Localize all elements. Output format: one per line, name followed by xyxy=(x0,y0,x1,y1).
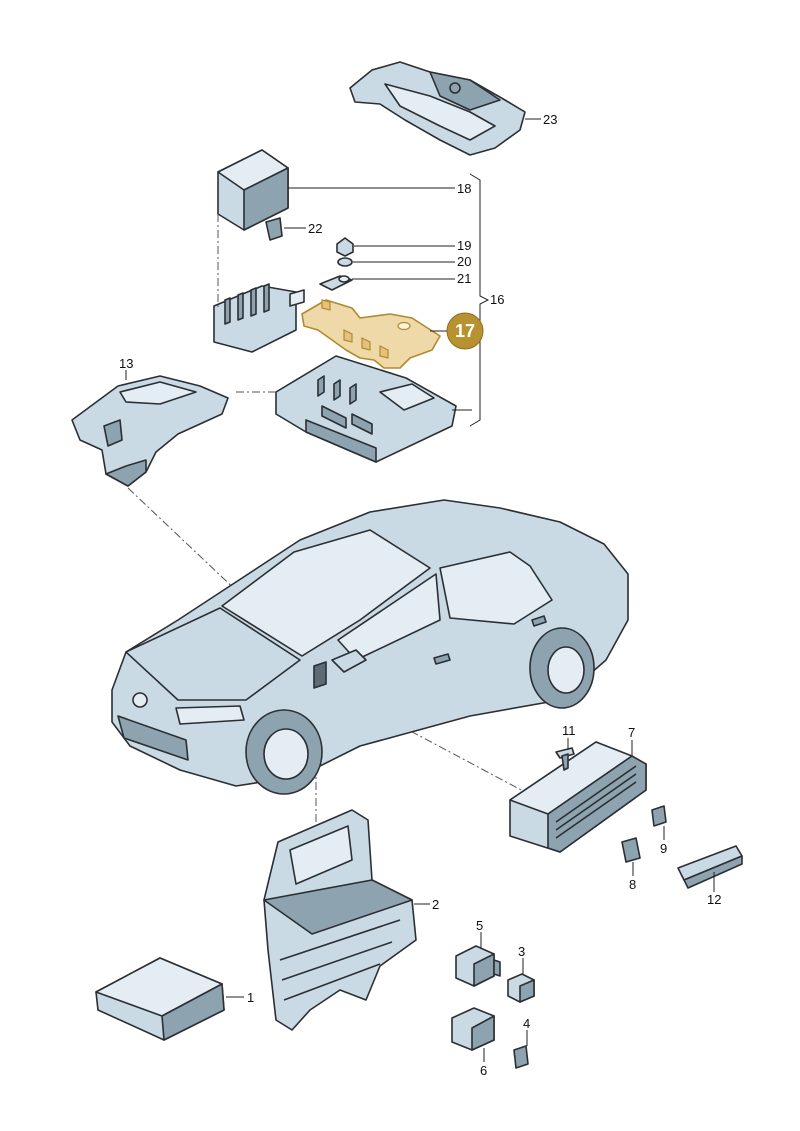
part-2-bracket[interactable] xyxy=(263,809,417,1031)
callout-4: 4 xyxy=(523,1016,530,1031)
callout-12: 12 xyxy=(707,892,721,907)
part-11-screw[interactable] xyxy=(555,747,575,771)
callout-9: 9 xyxy=(660,841,667,856)
part-9-fuse[interactable] xyxy=(651,805,667,827)
part-23-cover[interactable] xyxy=(349,61,526,156)
part-8-fuse[interactable] xyxy=(621,837,641,863)
callout-6: 6 xyxy=(480,1063,487,1078)
callout-13: 13 xyxy=(119,356,133,371)
part-12-strip[interactable] xyxy=(677,845,743,889)
callout-20: 20 xyxy=(457,254,471,269)
part-3-relay[interactable] xyxy=(507,973,535,1003)
part-17-bus-bar[interactable] xyxy=(301,299,441,369)
part-4-fuse[interactable] xyxy=(513,1045,529,1069)
part-20-washer[interactable] xyxy=(337,257,353,267)
callout-22: 22 xyxy=(308,221,322,236)
callout-7: 7 xyxy=(628,725,635,740)
callout-8: 8 xyxy=(629,877,636,892)
part-fuse-holder[interactable] xyxy=(213,283,305,353)
callout-17-badge: 17 xyxy=(446,312,484,350)
part-13-bracket[interactable] xyxy=(71,375,229,487)
car-illustration xyxy=(111,499,629,795)
callout-11: 11 xyxy=(562,723,576,738)
callout-19: 19 xyxy=(457,238,471,253)
part-5-relay[interactable] xyxy=(455,945,501,987)
callout-18: 18 xyxy=(457,181,471,196)
part-18-relay[interactable] xyxy=(217,149,289,231)
part-21-ring-terminal[interactable] xyxy=(319,275,353,291)
callout-3: 3 xyxy=(518,944,525,959)
part-22-fuse[interactable] xyxy=(265,217,283,241)
callout-5: 5 xyxy=(476,918,483,933)
part-7-relay-plate[interactable] xyxy=(509,741,647,853)
callout-16: 16 xyxy=(490,292,504,307)
part-1-control-unit[interactable] xyxy=(95,957,225,1041)
callout-23: 23 xyxy=(543,112,557,127)
callout-17: 17 xyxy=(455,321,475,341)
part-fuse-box-base[interactable] xyxy=(275,355,457,463)
part-19-nut[interactable] xyxy=(336,237,354,257)
callout-1: 1 xyxy=(247,990,254,1005)
callout-2: 2 xyxy=(432,897,439,912)
part-6-relay[interactable] xyxy=(451,1007,495,1051)
callout-21: 21 xyxy=(457,271,471,286)
